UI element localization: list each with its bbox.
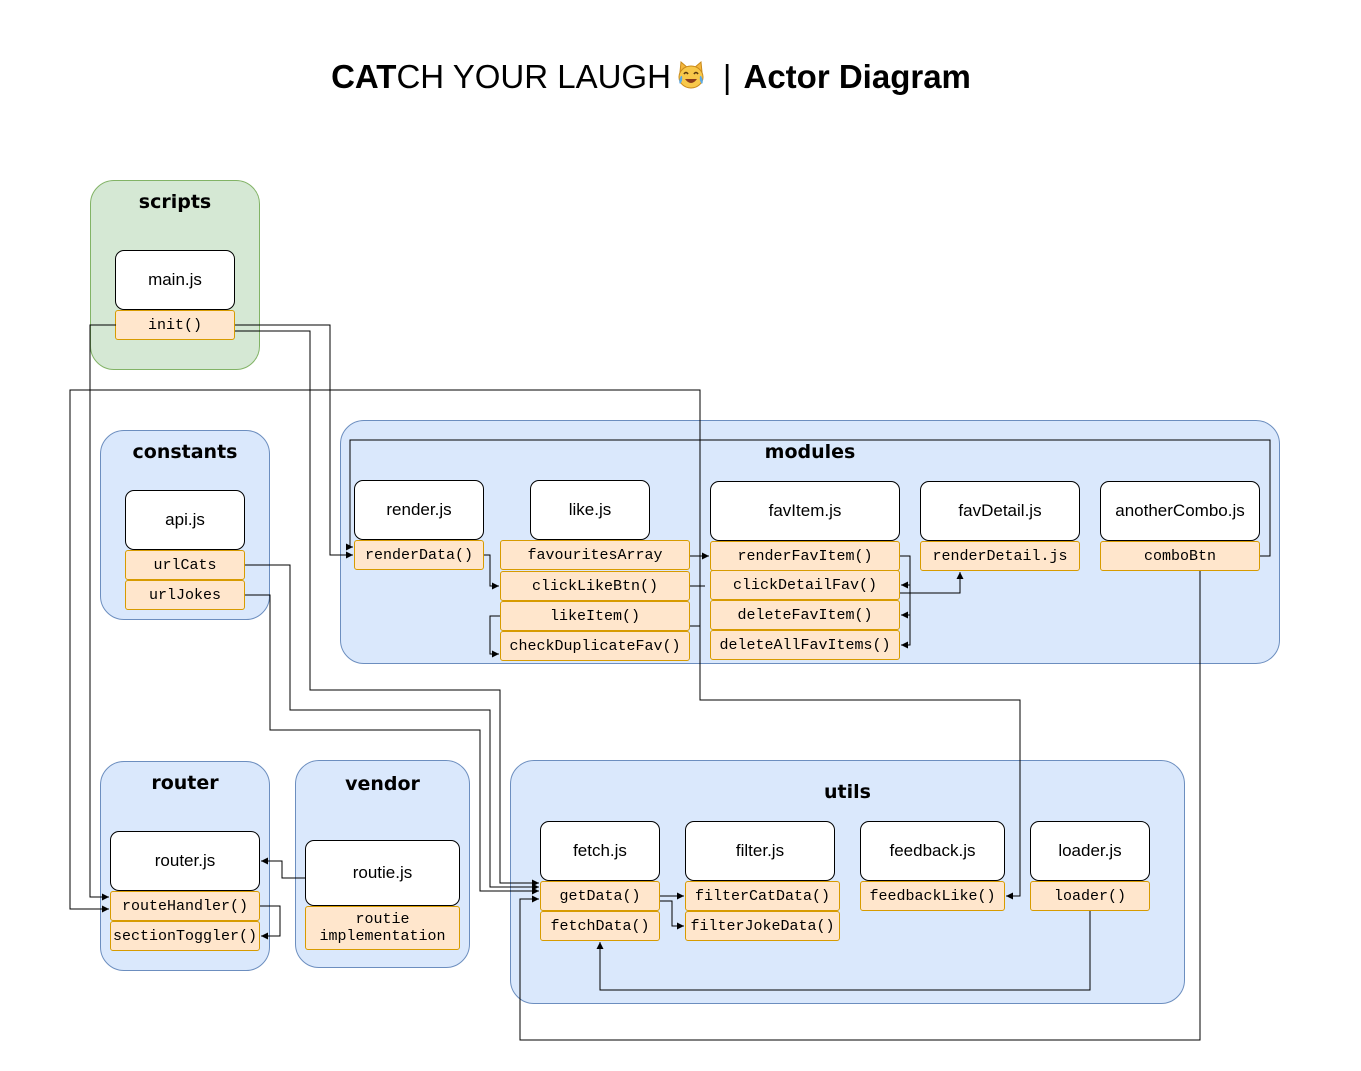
utils-group-label: utils — [824, 781, 871, 803]
fn-feedbacklike[interactable]: feedbackLike() — [860, 881, 1005, 911]
file-api-js[interactable]: api.js — [125, 490, 245, 550]
title-actor-diagram: Actor Diagram — [743, 58, 971, 95]
fn-deleteallfavitems[interactable]: deleteAllFavItems() — [710, 630, 900, 660]
fn-loader[interactable]: loader() — [1030, 881, 1150, 911]
connector-urlcats-to-getdata — [245, 564, 539, 891]
connector-init-to-getdata — [235, 330, 539, 887]
cat-with-tears-of-joy-icon — [678, 60, 704, 89]
file-favitem-js[interactable]: favItem.js — [710, 481, 900, 541]
connector-combobtn-to-renderdata — [346, 439, 1271, 557]
connector-routehandler-to-sectiontoggler — [260, 905, 281, 940]
connector-routie-to-router — [261, 857, 305, 879]
fn-filterjokedata[interactable]: filterJokeData() — [685, 911, 840, 941]
fn-urlcats[interactable]: urlCats — [125, 550, 245, 580]
fn-renderdetail[interactable]: renderDetail.js — [920, 541, 1080, 571]
fn-deletefavitem[interactable]: deleteFavItem() — [710, 600, 900, 630]
fn-sectiontoggler[interactable]: sectionToggler() — [110, 921, 260, 951]
file-feedback-js[interactable]: feedback.js — [860, 821, 1005, 881]
fn-filtercatdata[interactable]: filterCatData() — [685, 881, 840, 911]
fn-combobtn[interactable]: comboBtn — [1100, 541, 1260, 571]
vendor-group-label: vendor — [345, 773, 420, 795]
fn-urljokes[interactable]: urlJokes — [125, 580, 245, 610]
connector-likeitem-to-feedbacklike — [690, 625, 1021, 900]
fn-routehandler[interactable]: routeHandler() — [110, 891, 260, 921]
diagram-title: CATCH YOUR LAUGH | Actor Diagram — [0, 58, 1302, 96]
file-anothercombo-js[interactable]: anotherCombo.js — [1100, 481, 1260, 541]
connector-renderfavitem-to-clickdetailfav — [900, 555, 911, 589]
file-render-js[interactable]: render.js — [354, 480, 484, 540]
fn-likeitem[interactable]: likeItem() — [500, 601, 690, 631]
fn-renderdata[interactable]: renderData() — [354, 540, 484, 570]
connector-init-to-routehandler — [89, 324, 116, 901]
fn-clicklikebtn[interactable]: clickLikeBtn() — [500, 571, 690, 601]
constants-group-label: constants — [132, 441, 238, 463]
fn-getdata[interactable]: getData() — [540, 881, 660, 911]
connector-combobtn-to-getdata — [519, 571, 1201, 1041]
fn-clickdetailfav[interactable]: clickDetailFav() — [710, 570, 900, 600]
file-router-js[interactable]: router.js — [110, 831, 260, 891]
connector-loop-to-routehandler — [69, 389, 701, 913]
connector-clickdetailfav-to-renderdetail — [900, 572, 964, 594]
fn-favouritesarray[interactable]: favouritesArray — [500, 540, 690, 570]
title-part-ch-your-laugh: CH YOUR LAUGH — [396, 58, 671, 95]
connector-renderdata-to-clicklikebtn — [484, 554, 499, 590]
fn-renderfavitem[interactable]: renderFavItem() — [710, 541, 900, 571]
connector-init-to-renderdata — [235, 324, 353, 559]
file-filter-js[interactable]: filter.js — [685, 821, 835, 881]
connector-renderfavitem-to-deleteallfavitems — [901, 615, 911, 649]
file-fetch-js[interactable]: fetch.js — [540, 821, 660, 881]
connector-renderfavitem-to-deletefavitem — [901, 585, 911, 619]
connector-urljokes-to-getdata — [245, 594, 539, 895]
fn-checkduplicatefav[interactable]: checkDuplicateFav() — [500, 631, 690, 661]
file-like-js[interactable]: like.js — [530, 480, 650, 540]
connector-loader-to-fetchdata — [596, 911, 1091, 991]
router-group-label: router — [151, 772, 219, 794]
fn-fetchdata[interactable]: fetchData() — [540, 911, 660, 941]
fn-routie-implementation[interactable]: routie implementation — [305, 906, 460, 950]
title-part-cat: CAT — [331, 58, 397, 95]
file-main-js[interactable]: main.js — [115, 250, 235, 310]
file-routie-js[interactable]: routie.js — [305, 840, 460, 906]
file-loader-js[interactable]: loader.js — [1030, 821, 1150, 881]
connector-getdata-to-filterjokedata — [660, 900, 684, 930]
modules-group-label: modules — [764, 441, 856, 463]
connector-likeitem-to-checkduplicatefav — [489, 615, 500, 658]
scripts-group-label: scripts — [138, 191, 212, 213]
fn-init[interactable]: init() — [115, 310, 235, 340]
file-favdetail-js[interactable]: favDetail.js — [920, 481, 1080, 541]
title-separator: | — [722, 58, 732, 95]
